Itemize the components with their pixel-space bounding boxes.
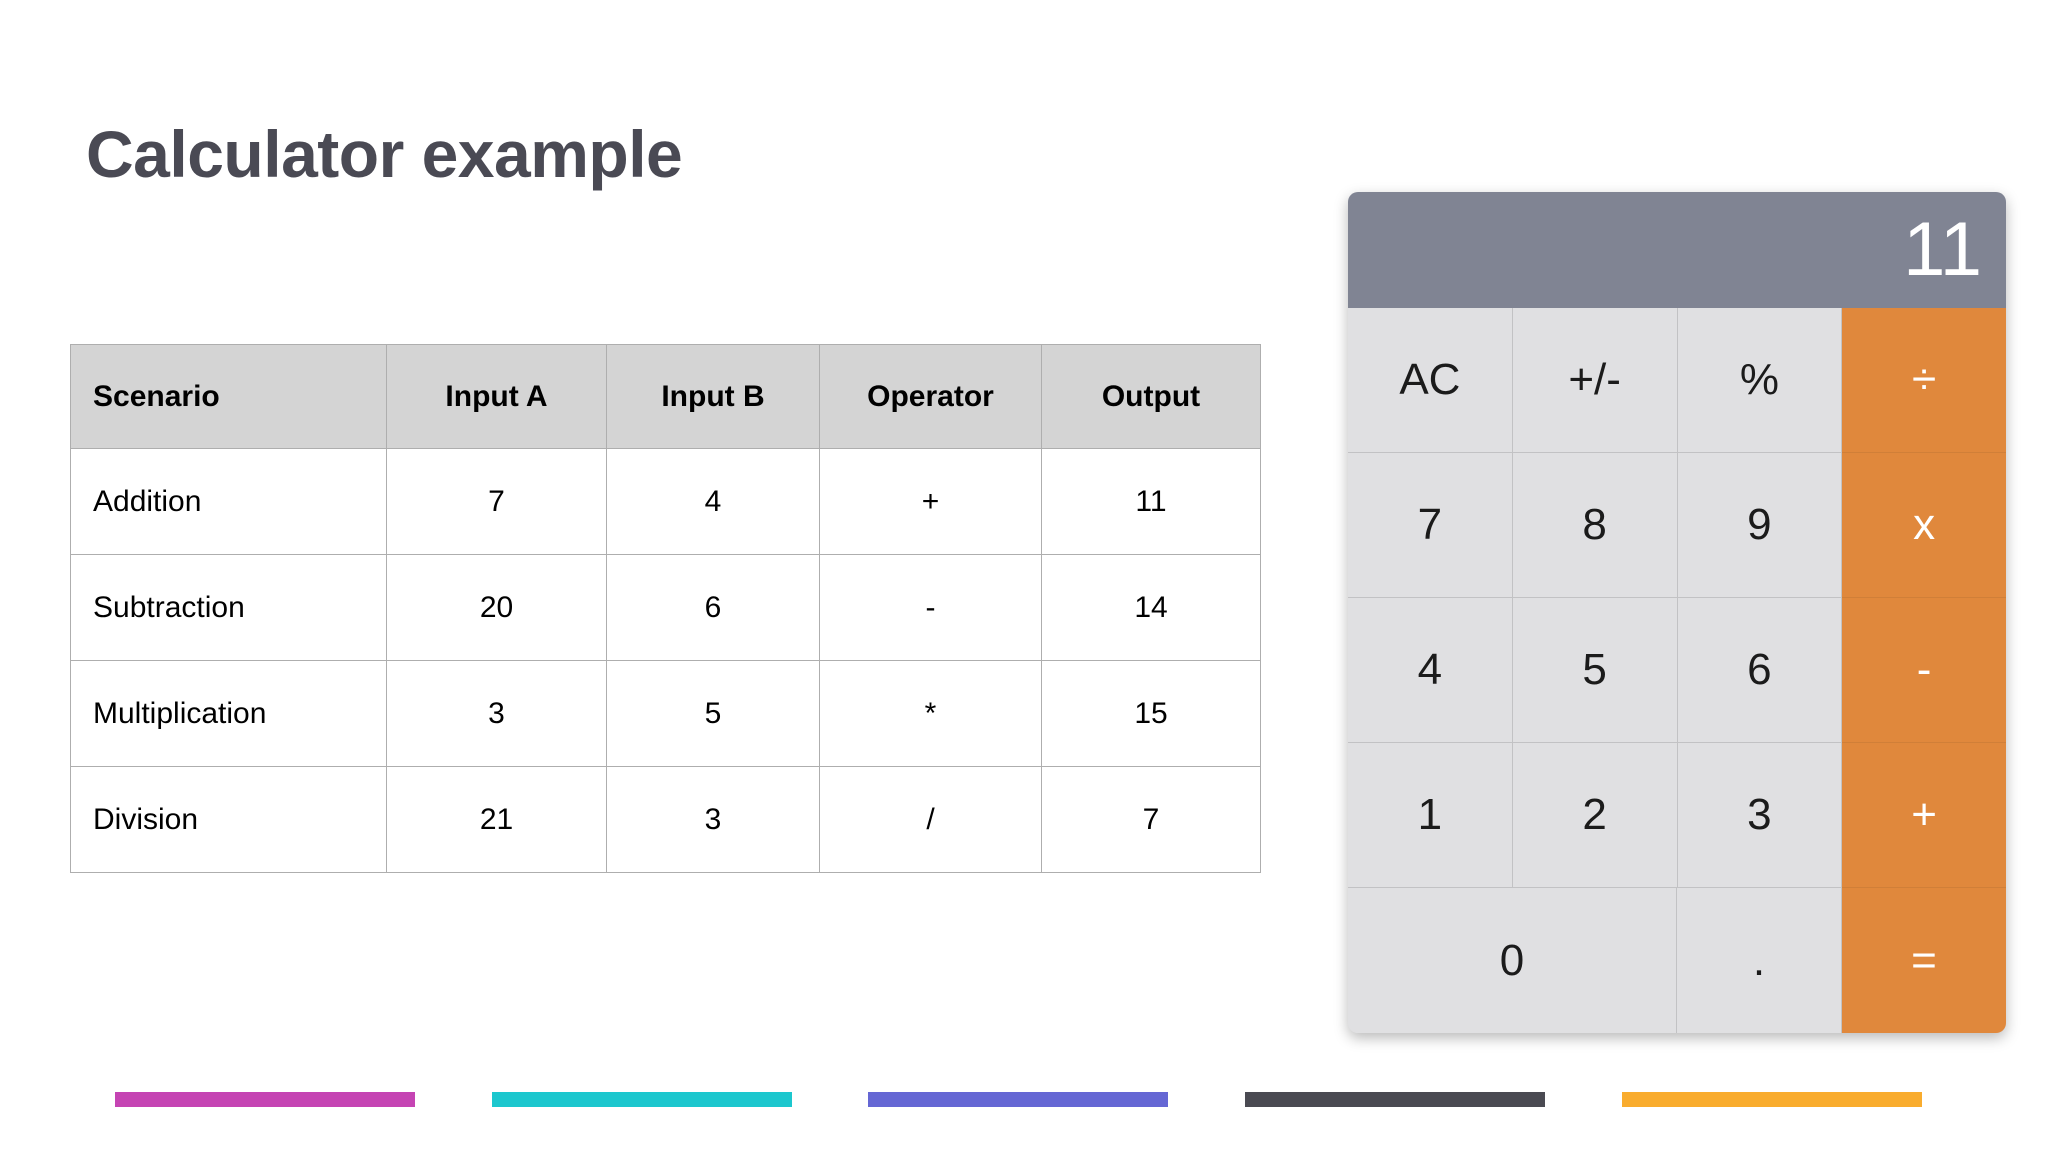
cell-scenario: Division [70, 766, 387, 873]
calc-key-digit-2[interactable]: 2 [1512, 743, 1678, 888]
cell-input-b: 3 [606, 766, 820, 873]
footer-bar-amber [1622, 1092, 1922, 1107]
calc-key-multiply[interactable]: x [1842, 453, 2006, 598]
cell-operator: * [819, 660, 1042, 767]
cell-input-b: 6 [606, 554, 820, 661]
calc-key-digit-1[interactable]: 1 [1348, 743, 1513, 888]
calc-key-digit-4[interactable]: 4 [1348, 598, 1513, 743]
calculator-scenarios-table: Scenario Input A Input B Operator Output… [70, 344, 1261, 873]
table-row: Multiplication 3 5 * 15 [70, 660, 1261, 767]
calc-key-subtract[interactable]: - [1842, 598, 2006, 743]
column-header-input-b: Input B [606, 344, 820, 449]
footer-bar-slate [1245, 1092, 1545, 1107]
calc-key-digit-5[interactable]: 5 [1512, 598, 1678, 743]
footer-bar-indigo [868, 1092, 1168, 1107]
cell-operator: / [819, 766, 1042, 873]
cell-output: 7 [1041, 766, 1261, 873]
page-title: Calculator example [86, 117, 683, 191]
calc-key-digit-0[interactable]: 0 [1348, 888, 1677, 1033]
cell-operator: - [819, 554, 1042, 661]
calculator-key-row: 0.= [1348, 888, 2006, 1033]
footer-bar-cyan [492, 1092, 792, 1107]
table-row: Division 21 3 / 7 [70, 766, 1261, 873]
calc-key-equals[interactable]: = [1842, 888, 2006, 1033]
calculator-key-row: AC+/-%÷ [1348, 308, 2006, 453]
calc-key-all-clear[interactable]: AC [1348, 308, 1513, 453]
table-row: Addition 7 4 + 11 [70, 448, 1261, 555]
cell-input-b: 4 [606, 448, 820, 555]
calculator-display-value: 11 [1903, 207, 1982, 292]
calc-key-digit-7[interactable]: 7 [1348, 453, 1513, 598]
cell-output: 15 [1041, 660, 1261, 767]
cell-output: 11 [1041, 448, 1261, 555]
calc-key-digit-6[interactable]: 6 [1677, 598, 1843, 743]
cell-scenario: Subtraction [70, 554, 387, 661]
footer-bar-magenta [115, 1092, 415, 1107]
calc-key-digit-8[interactable]: 8 [1512, 453, 1678, 598]
cell-operator: + [819, 448, 1042, 555]
column-header-scenario: Scenario [70, 344, 387, 449]
cell-input-b: 5 [606, 660, 820, 767]
column-header-input-a: Input A [386, 344, 607, 449]
table-row: Subtraction 20 6 - 14 [70, 554, 1261, 661]
calc-key-sign-toggle[interactable]: +/- [1512, 308, 1678, 453]
table-header-row: Scenario Input A Input B Operator Output [70, 344, 1261, 449]
calc-key-add[interactable]: + [1842, 743, 2006, 888]
column-header-operator: Operator [819, 344, 1042, 449]
calc-key-percent[interactable]: % [1677, 308, 1843, 453]
cell-input-a: 20 [386, 554, 607, 661]
cell-input-a: 7 [386, 448, 607, 555]
calc-key-digit-9[interactable]: 9 [1677, 453, 1843, 598]
calc-key-digit-3[interactable]: 3 [1677, 743, 1843, 888]
column-header-output: Output [1041, 344, 1261, 449]
calculator-display: 11 [1348, 192, 2006, 308]
cell-scenario: Addition [70, 448, 387, 555]
cell-scenario: Multiplication [70, 660, 387, 767]
cell-input-a: 3 [386, 660, 607, 767]
calc-key-divide[interactable]: ÷ [1842, 308, 2006, 453]
cell-output: 14 [1041, 554, 1261, 661]
calc-key-decimal-point[interactable]: . [1677, 888, 1842, 1033]
cell-input-a: 21 [386, 766, 607, 873]
